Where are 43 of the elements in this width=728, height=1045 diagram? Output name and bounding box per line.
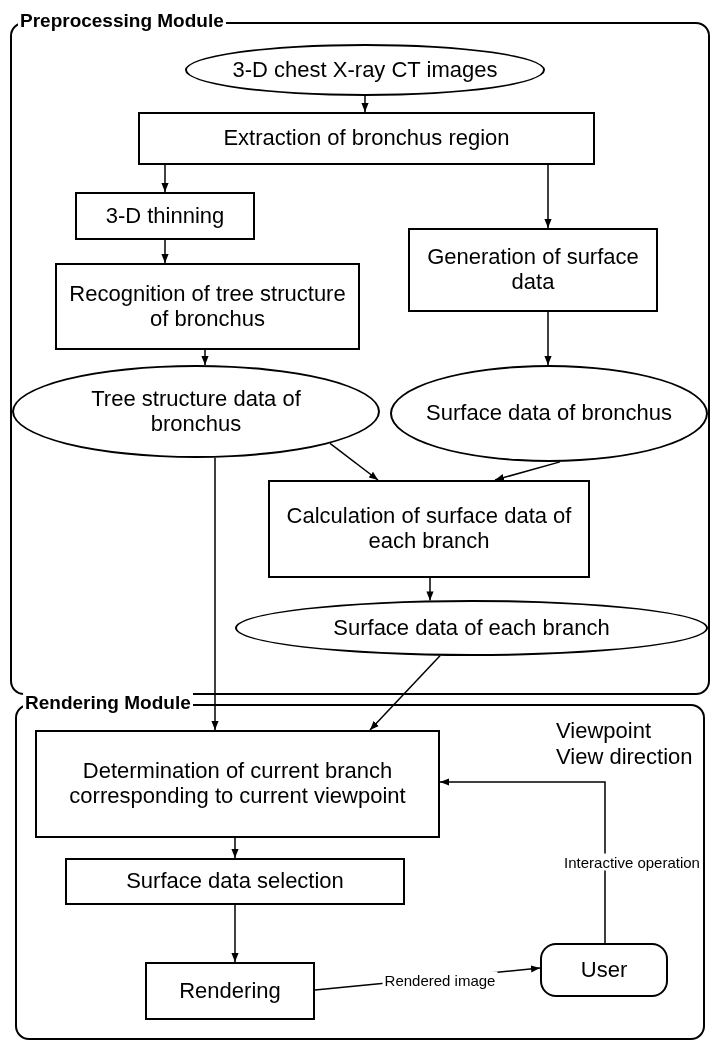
arrow	[231, 837, 239, 859]
edge-label: Interactive operation	[562, 853, 702, 871]
note-text: View direction	[556, 744, 693, 771]
node-label: User	[580, 957, 628, 983]
node-label: Tree structure data of bronchus	[90, 386, 302, 437]
user-box	[540, 943, 668, 997]
node-label: Calculation of surface data of each branch	[285, 504, 573, 554]
process-box	[75, 192, 255, 240]
node-label: Determination of current branch corresponding to current viewpoint	[68, 759, 407, 809]
node-label: Rendering	[178, 978, 282, 1004]
module-heading: Preprocessing Module	[18, 11, 226, 32]
edge-label: Rendered image	[382, 971, 498, 989]
node-label: Surface data of each branch	[332, 615, 611, 641]
module-heading: Rendering Module	[23, 693, 193, 714]
node-label: Surface data of bronchus	[425, 401, 673, 426]
arrow	[161, 239, 169, 264]
node-label: Extraction of bronchus region	[222, 126, 511, 151]
process-box	[138, 112, 595, 165]
node-label: Surface data selection	[125, 869, 345, 894]
arrow	[369, 655, 441, 731]
node-label: Generation of surface data	[426, 245, 640, 295]
arrow	[329, 442, 379, 481]
node-label: 3-D chest X-ray CT images	[231, 57, 499, 83]
arrow	[426, 577, 434, 602]
process-box	[268, 480, 590, 578]
node-label: 3-D thinning	[104, 203, 226, 229]
node-label: Recognition of tree structure of bronchus	[68, 281, 347, 332]
arrow	[161, 164, 169, 193]
note-text: Viewpoint	[556, 718, 651, 745]
arrow	[544, 164, 552, 229]
data-ellipse	[235, 600, 708, 656]
process-box	[145, 962, 315, 1020]
arrow	[439, 778, 606, 944]
arrow	[231, 904, 239, 963]
arrow	[494, 461, 561, 482]
arrow	[211, 457, 219, 731]
arrow	[201, 349, 209, 366]
process-box	[65, 858, 405, 905]
process-box	[35, 730, 440, 838]
arrow	[544, 311, 552, 366]
process-box	[55, 263, 360, 350]
arrow	[361, 95, 369, 113]
process-box	[408, 228, 658, 312]
